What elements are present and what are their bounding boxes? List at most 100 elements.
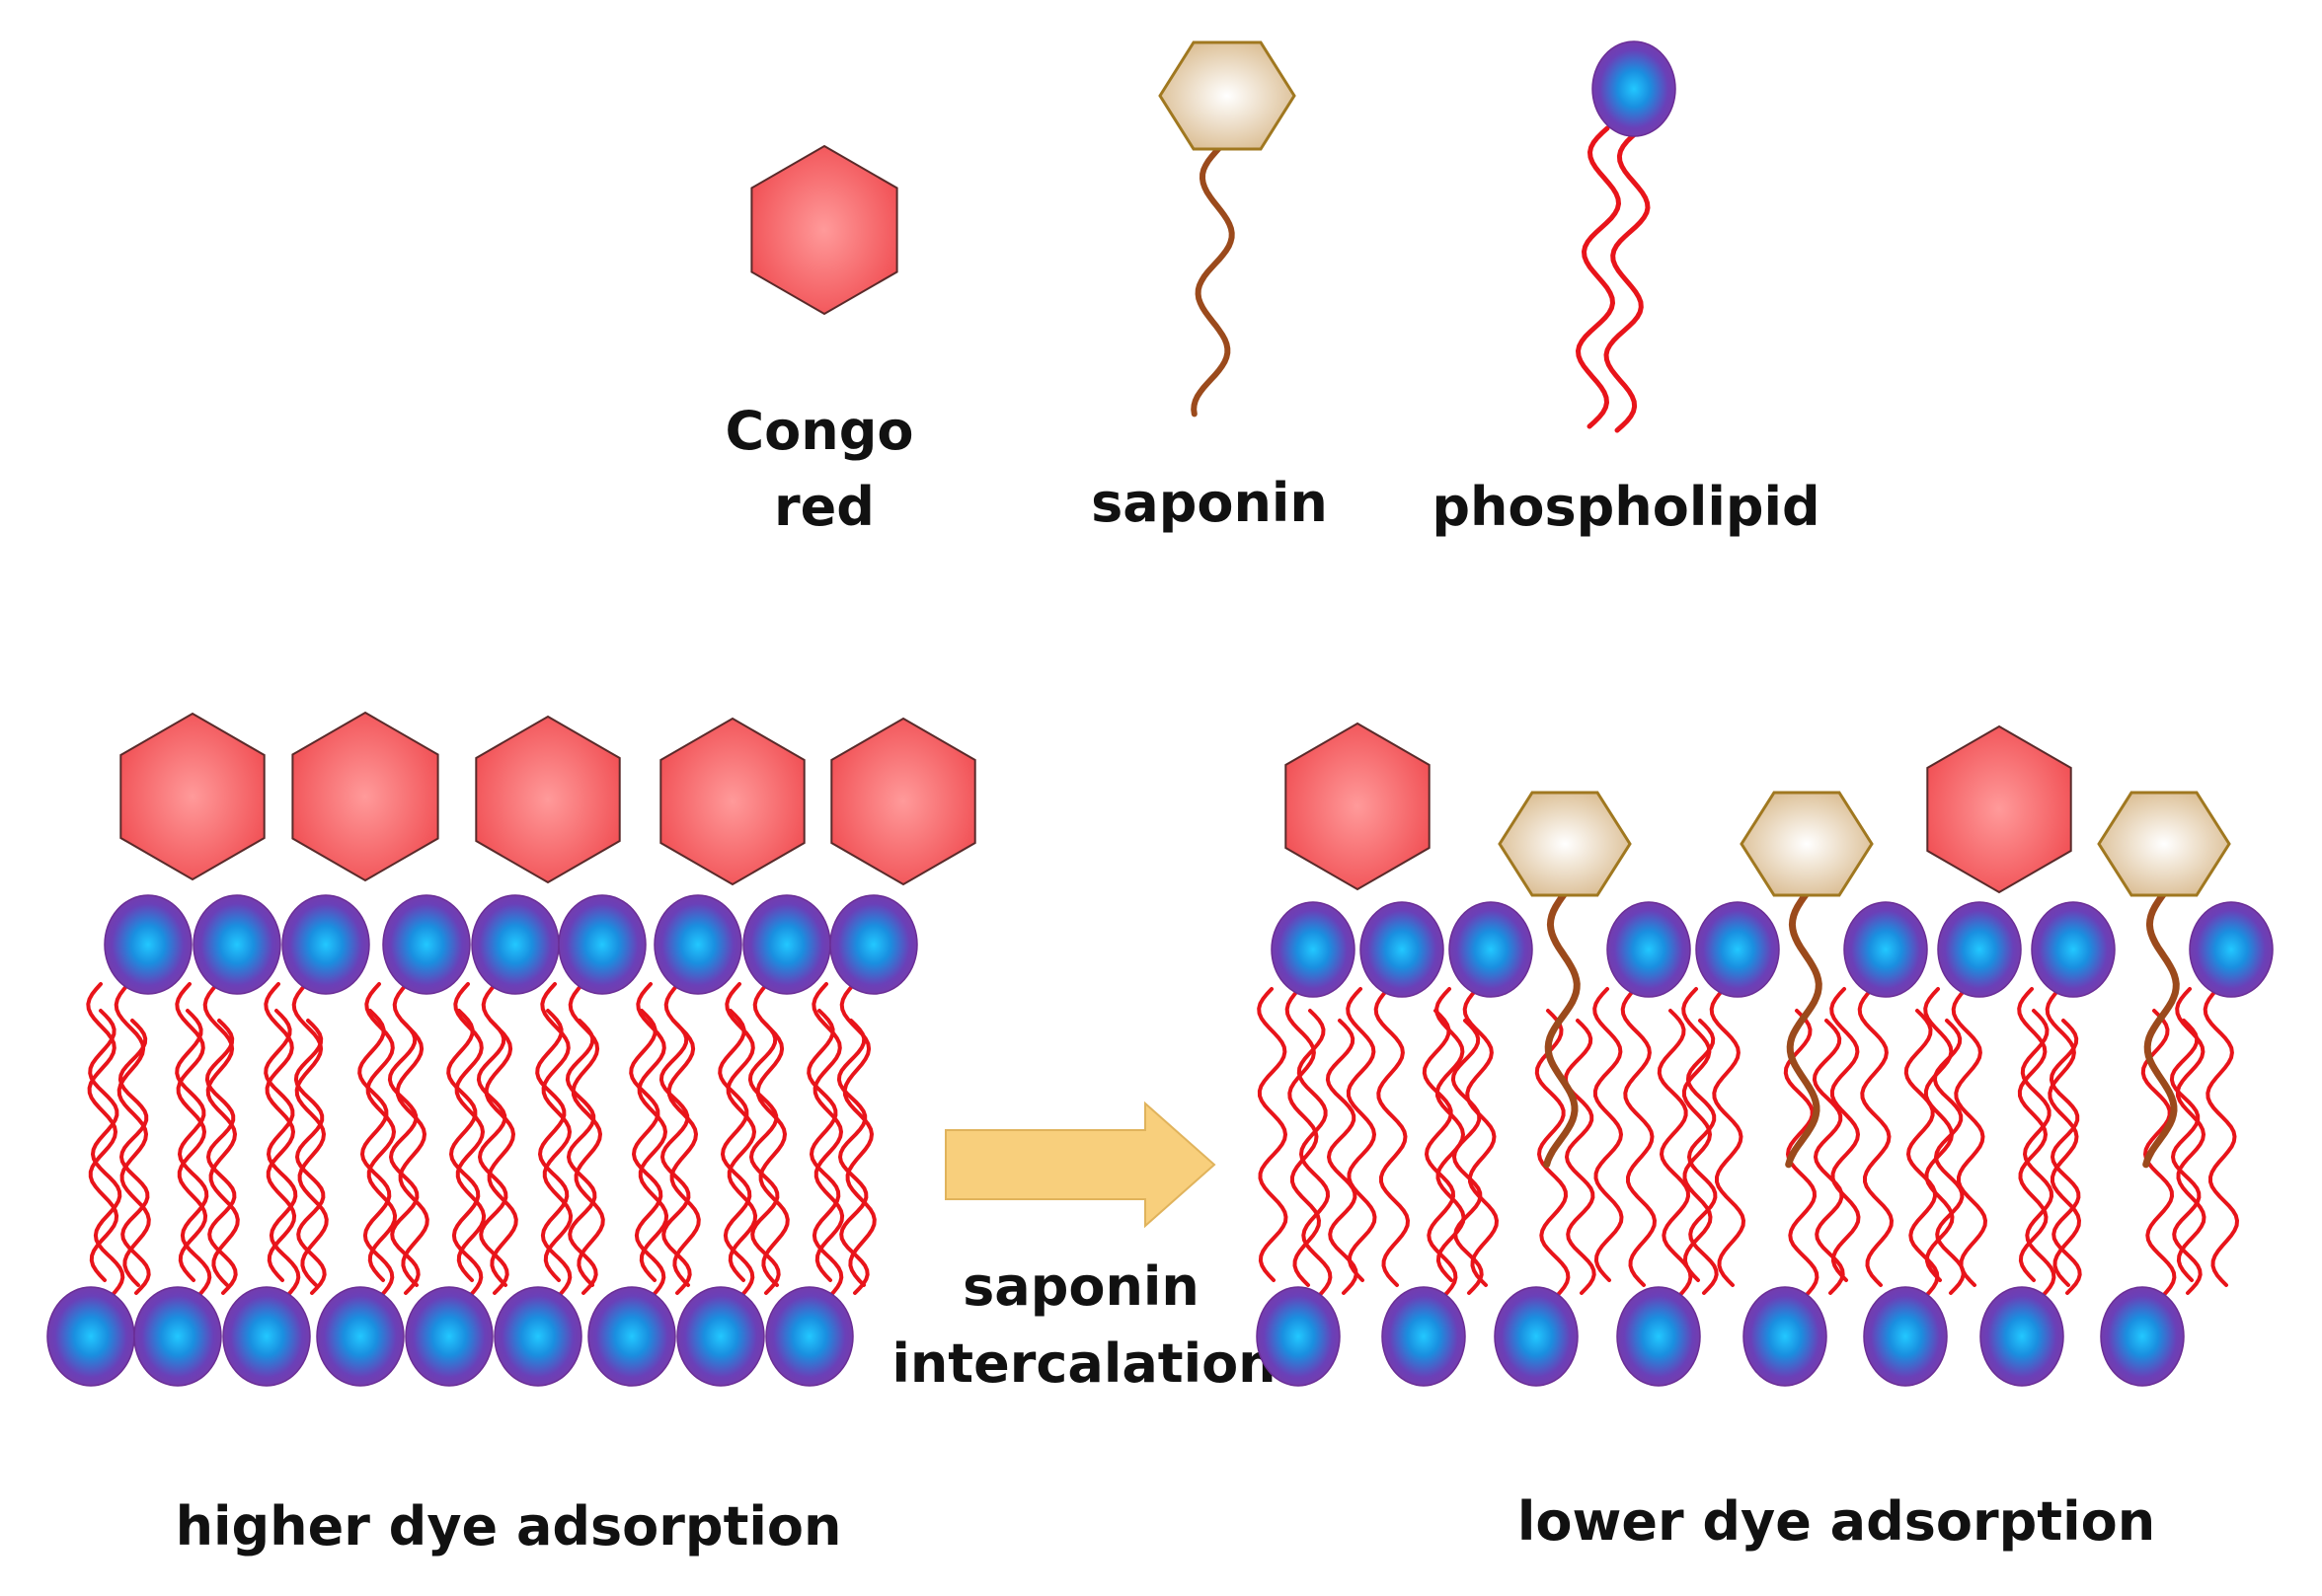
lipid-tail (2017, 987, 2049, 1282)
arrow-label-line2: intercalation (891, 1332, 1276, 1395)
process-arrow: saponin intercalation (891, 1101, 1277, 1395)
lipid-tail (1296, 1009, 1333, 1299)
phospholipid-head (2189, 901, 2274, 998)
left-membrane-scene (46, 711, 976, 1387)
lipid-tail (718, 1009, 755, 1299)
phospholipid-head (46, 1286, 135, 1387)
lipid-tail (1709, 987, 1746, 1287)
congo-red-molecule (830, 717, 976, 886)
phospholipid-head (1359, 901, 1444, 998)
lipid-tail (629, 1009, 666, 1299)
lipid-tail (1284, 987, 1322, 1287)
phospholipid-tail (1575, 125, 1622, 429)
lipid-tail (86, 982, 119, 1282)
lipid-tail (291, 982, 329, 1287)
lipid-tail (636, 982, 669, 1282)
saponin-head (1158, 40, 1296, 151)
lipid-tail (836, 1019, 870, 1295)
lipid-tail (1857, 987, 1895, 1287)
arrow-label-line1: saponin (963, 1255, 1200, 1318)
lipid-tail (812, 982, 845, 1282)
phospholipid-head (676, 1286, 765, 1387)
congo-red-molecule (659, 717, 806, 886)
lipid-tail (1422, 1009, 1458, 1299)
lipid-tail (264, 982, 297, 1282)
caption-higher-dye-adsorption: higher dye adsorption (176, 1495, 842, 1558)
phospholipid-head (471, 894, 560, 995)
phospholipid-head (2031, 901, 2116, 998)
lipid-tail (535, 1009, 573, 1299)
phospholipid-head (1494, 1286, 1579, 1387)
lipid-tail (453, 982, 487, 1282)
saponin-tail (1191, 145, 1235, 418)
lipid-tail (1450, 1019, 1484, 1295)
phospholipid-head (382, 894, 471, 995)
saponin-tail (1543, 889, 1581, 1169)
legend-saponin-label: saponin (1091, 472, 1328, 534)
phospholipid-tail (1603, 129, 1651, 433)
phospholipid-head (222, 1286, 311, 1387)
lipid-tail (2203, 987, 2240, 1287)
phospholipid-head (1448, 901, 1533, 998)
left-lipid-tails (86, 982, 877, 1299)
phospholipid-head (193, 894, 281, 995)
phospholipid-head (1843, 901, 1928, 998)
lipid-tail (202, 982, 240, 1287)
phospholipid-head (281, 894, 370, 995)
lipid-tail (2169, 1019, 2203, 1295)
congo-red-molecule (119, 712, 266, 881)
lipid-tail (1829, 987, 1861, 1282)
phospholipid-head (1979, 1286, 2064, 1387)
right-arrow-icon (945, 1101, 1216, 1229)
phospholipid-head (316, 1286, 405, 1387)
phospholipid-head (1742, 1286, 1827, 1387)
lipid-tail (1563, 1019, 1596, 1295)
right-saponin-tails (1543, 889, 2180, 1169)
lipid-tail (387, 1019, 421, 1295)
lipid-tail (1685, 1019, 1719, 1295)
saponin-tail (1785, 889, 1822, 1169)
legend-saponin: saponin (1091, 40, 1328, 534)
phospholipid-head (1271, 901, 1355, 998)
lipid-tail (357, 1009, 395, 1299)
phospholipid-head (1591, 40, 1676, 137)
legend-phospholipid-label: phospholipid (1432, 476, 1819, 538)
phospholipid-molecule-icon (1575, 40, 1676, 433)
phospholipid-head (1937, 901, 2022, 998)
lipid-tail (2049, 1019, 2082, 1295)
legend-congo-red: Congo red (726, 144, 913, 538)
lipid-tail (114, 982, 151, 1287)
congo-red-molecule (475, 715, 621, 884)
lipid-tail (540, 982, 574, 1282)
lipid-tail (1257, 987, 1288, 1282)
lipid-tail (446, 1009, 484, 1299)
lipid-tail (747, 1019, 781, 1295)
legend-phospholipid: phospholipid (1432, 40, 1820, 538)
congo-red-hexagon-icon (750, 144, 898, 316)
left-congo-red-row (119, 711, 976, 886)
saponin-head (1498, 791, 1632, 897)
lipid-tail (2020, 1009, 2056, 1299)
right-bilayer-heads (1256, 901, 2274, 1387)
lipid-tail (88, 1009, 125, 1299)
lipid-tail (175, 1009, 212, 1299)
phospholipid-head (1256, 1286, 1341, 1387)
legend-congo-red-label-line2: red (774, 476, 875, 538)
congo-red-molecule (291, 711, 439, 882)
lipid-tail (204, 1019, 238, 1295)
lipid-tail (1657, 1009, 1693, 1299)
lipid-tail (1373, 987, 1411, 1287)
lipid-tail (117, 1019, 151, 1295)
saponin-tail (2142, 889, 2180, 1169)
lipid-tail (658, 1019, 692, 1295)
phospholipid-head (133, 1286, 222, 1387)
lipid-tail (1681, 987, 1713, 1282)
lipid-tail (1932, 1019, 1966, 1295)
lipid-tail (1534, 1009, 1571, 1299)
right-adsorbates (1284, 722, 2231, 897)
lipid-tail (1812, 1019, 1845, 1295)
lipid-tail (725, 982, 758, 1282)
phospholipid-head (1863, 1286, 1948, 1387)
lipid-tail (264, 1009, 301, 1299)
lipid-tail (1325, 1019, 1358, 1295)
